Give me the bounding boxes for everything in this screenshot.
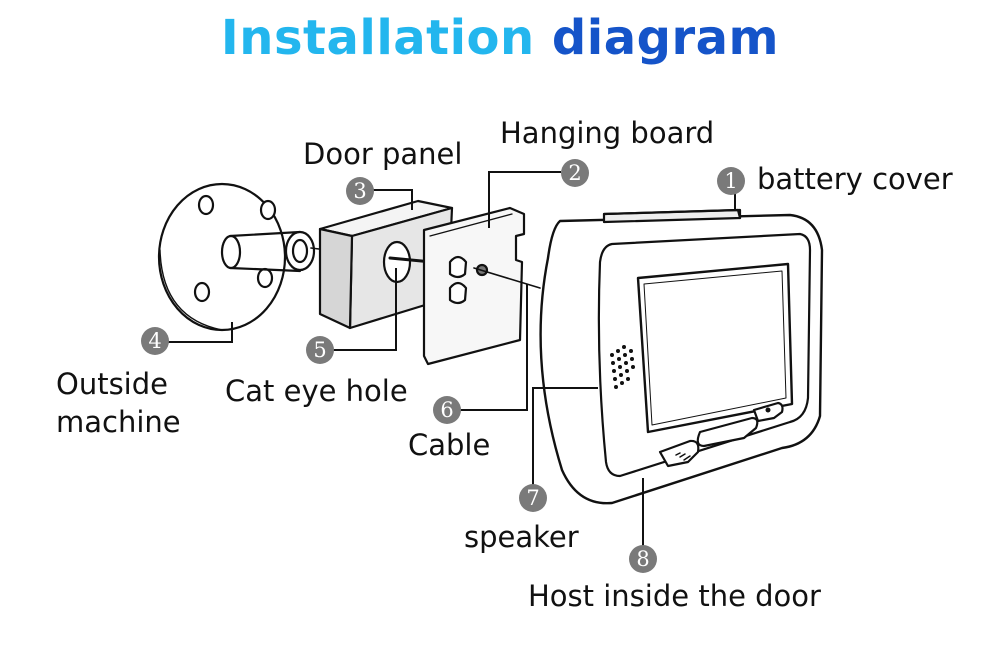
hanging-board (422, 206, 541, 366)
outside-machine (157, 182, 423, 332)
label-speaker: speaker (464, 520, 579, 554)
badge-2: 2 (561, 159, 589, 187)
center-button (696, 416, 759, 448)
label-host-inside-door: Host inside the door (528, 579, 821, 613)
label-hanging-board: Hanging board (500, 116, 715, 150)
host-inside-door (539, 208, 824, 505)
label-battery-cover: battery cover (757, 162, 953, 196)
badge-8: 8 (629, 545, 657, 573)
diagram-title: Installation diagram (0, 10, 1000, 66)
badge-3: 3 (346, 177, 374, 205)
label-outside-machine-line1: Outside (56, 367, 168, 401)
badge-1: 1 (717, 167, 745, 195)
label-outside-machine-line2: machine (56, 405, 181, 439)
label-door-panel: Door panel (303, 137, 463, 171)
badge-7: 7 (519, 484, 547, 512)
badge-4: 4 (141, 327, 169, 355)
title-part-2: diagram (551, 10, 780, 66)
label-cat-eye-hole: Cat eye hole (225, 374, 408, 408)
badge-6: 6 (433, 396, 461, 424)
label-cable: Cable (408, 428, 491, 462)
badge-5: 5 (306, 336, 334, 364)
leader-lines (168, 171, 744, 546)
title-part-1: Installation (220, 10, 535, 66)
speaker-grille (610, 345, 635, 389)
